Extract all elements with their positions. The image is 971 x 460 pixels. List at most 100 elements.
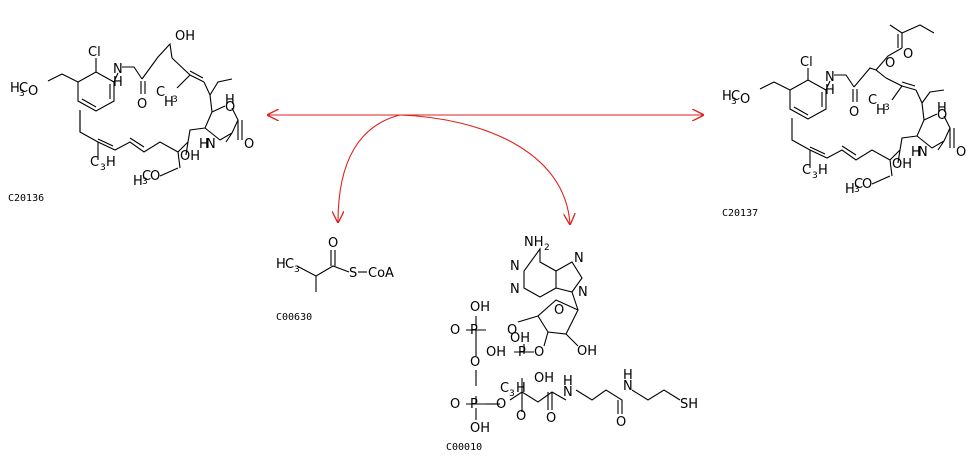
c00010-bonds [466, 247, 681, 420]
c00630-coa-group: CoA [368, 266, 394, 281]
c00010-methyl-sub: 3 [509, 389, 515, 399]
c20137-atom-h-methyl2: H [818, 163, 828, 178]
side-arrow-to-isobutyryl-coa [338, 114, 401, 222]
c20137-id-label: C20137 [722, 208, 758, 219]
c20137-atom-h-methyl1: H [876, 103, 886, 118]
c20137-atom-o-methoxy1: O [740, 92, 750, 107]
c00010-amide-h2: H [623, 368, 633, 383]
c00010-phos-oh1: OH [470, 300, 490, 315]
c20137-bonds [759, 24, 955, 185]
c00010-atom-n1: N [510, 259, 520, 274]
c00010-phos-o-link: O [496, 397, 506, 412]
c20136-atom-h: H [113, 75, 123, 90]
c20136-id-label: C20136 [8, 193, 44, 204]
c20136-stereo-h: H [225, 93, 235, 108]
c00010-phos-oh3: OH [486, 345, 506, 360]
c00010-thiol: SH [680, 397, 698, 412]
c00630-bonds [296, 250, 367, 292]
c20136-atom-h-methoxy2: H [133, 174, 143, 189]
c00010-phos-oh4: OH [510, 331, 530, 346]
c00010-amine-sub: 2 [544, 243, 550, 253]
c00010-atom-n9: N [578, 285, 588, 300]
c20137-atom-o-carbonyl: O [956, 145, 966, 160]
c20137-stereo-h: H [937, 101, 947, 116]
c20136-atom-c-methoxy1: C [19, 81, 28, 96]
c00630-id-label: C00630 [276, 312, 312, 323]
c20136-atom-cl: Cl [88, 45, 101, 60]
c20136-sub-methyl1: 3 [172, 95, 178, 105]
c00010-phos-o-ester: O [507, 323, 517, 338]
c20137-atom-n2: N [918, 145, 928, 160]
c20136-atom-o-ring: O [225, 100, 235, 115]
c00010-ring-o: O [554, 303, 564, 318]
c20137-atom-c-methyl1: C [868, 93, 877, 108]
c00630-sub: 3 [294, 265, 300, 275]
c00010-phos-o2: O [450, 397, 460, 412]
c20136-atom-n: N [113, 62, 123, 77]
c20137-atom-h: H [825, 83, 835, 98]
c00010-methyl2: O [516, 409, 526, 424]
c00010-amide-o2: O [616, 415, 626, 430]
c20137-atom-h-methoxy1: H [722, 89, 732, 104]
c00010-amide-n2: N [623, 379, 633, 394]
c20136-sub-methoxy2: 3 [142, 177, 148, 187]
c00010-phos-p2: P [470, 397, 478, 412]
side-arrow-to-coa [399, 114, 570, 224]
c20137-sub-methoxy1: 3 [731, 97, 737, 107]
c20136-atom-h-methoxy1: H [10, 81, 20, 96]
c20137-atom-h2: H [911, 145, 921, 160]
c20136-sub-methoxy1: 3 [19, 89, 25, 99]
c00010-atom-n3: N [510, 282, 520, 297]
c20136-atom-o-methoxy1: O [28, 84, 38, 99]
c00010-id-label: C00010 [446, 442, 482, 453]
c20137-sub-methoxy2: 3 [854, 185, 860, 195]
c20136-atom-c-methoxy2: C [142, 169, 151, 184]
c20137-atom-o-methoxy: O [862, 177, 872, 192]
c20136-atom-o-methoxy: O [150, 169, 160, 184]
c00010-phos-o3: O [534, 345, 544, 360]
c00010-amide-n1: N [563, 385, 573, 400]
c20137-sub-methyl2: 3 [812, 171, 818, 181]
c00630-atom-c: C [285, 257, 294, 272]
c20136-atom-h-methyl2: H [106, 155, 116, 170]
reaction-arrows [268, 115, 703, 224]
compound-c00630: H C 3 O S CoA C00630 [276, 236, 394, 323]
c00010-bridge-o: O [470, 355, 480, 370]
c20137-sub-methyl1: 3 [884, 103, 890, 113]
c00010-methyl-c: C [500, 381, 509, 396]
c00010-amine: NH [524, 235, 544, 250]
c00630-atom-o: O [328, 236, 338, 251]
c00010-phos-oh2: OH [470, 421, 490, 436]
c00010-methyl-h: H [516, 381, 526, 396]
c00010-amide-o1: O [546, 411, 556, 426]
c20136-hydroxyl: OH [175, 29, 195, 44]
c20136-atom-n2: N [206, 137, 216, 152]
c20136-bonds [47, 42, 243, 177]
compound-c20137: O O Cl N H O O O N H OH O H O C 3 H C 3 … [722, 24, 966, 219]
c20136-sub-methyl2: 3 [100, 163, 106, 173]
c20137-atom-c-methoxy2: C [854, 177, 863, 192]
c20136-atom-c-methyl2: C [90, 155, 99, 170]
c20137-atom-cl: Cl [800, 55, 813, 70]
c20136-atom-h-methyl1: H [164, 95, 174, 110]
c00010-phos-p3: P [518, 345, 526, 360]
c00010-phos-o1: O [450, 323, 460, 338]
c00010-ribose-oh: OH [577, 344, 597, 359]
c20137-atom-c-methoxy1: C [731, 89, 740, 104]
c20137-atom-o-ester-carbonyl: O [903, 47, 913, 62]
c20136-hydroxyl2: OH [180, 149, 200, 164]
compound-c00010: NH 2 N N N N O OH OH O P O P OH OH O O O… [446, 235, 698, 453]
c20136-atom-c-methyl1: C [156, 85, 165, 100]
c00010-atom-n7: N [574, 251, 584, 266]
c20137-atom-o-ester: O [885, 56, 895, 71]
c20137-atom-o-amide: O [849, 105, 859, 120]
c00010-amide-h1: H [563, 374, 573, 389]
c00010-pant-oh: OH [534, 371, 554, 386]
c20136-atom-h2: H [199, 137, 209, 152]
c20136-atom-o-amide: O [137, 97, 147, 112]
c00630-atom-h: H [276, 257, 286, 272]
c20137-atom-c-methyl2: C [802, 163, 811, 178]
compound-c20136: Cl N H OH O O O N H OH O H O C 3 H C 3 H… [8, 29, 254, 204]
c00010-phos-p1: P [470, 323, 478, 338]
